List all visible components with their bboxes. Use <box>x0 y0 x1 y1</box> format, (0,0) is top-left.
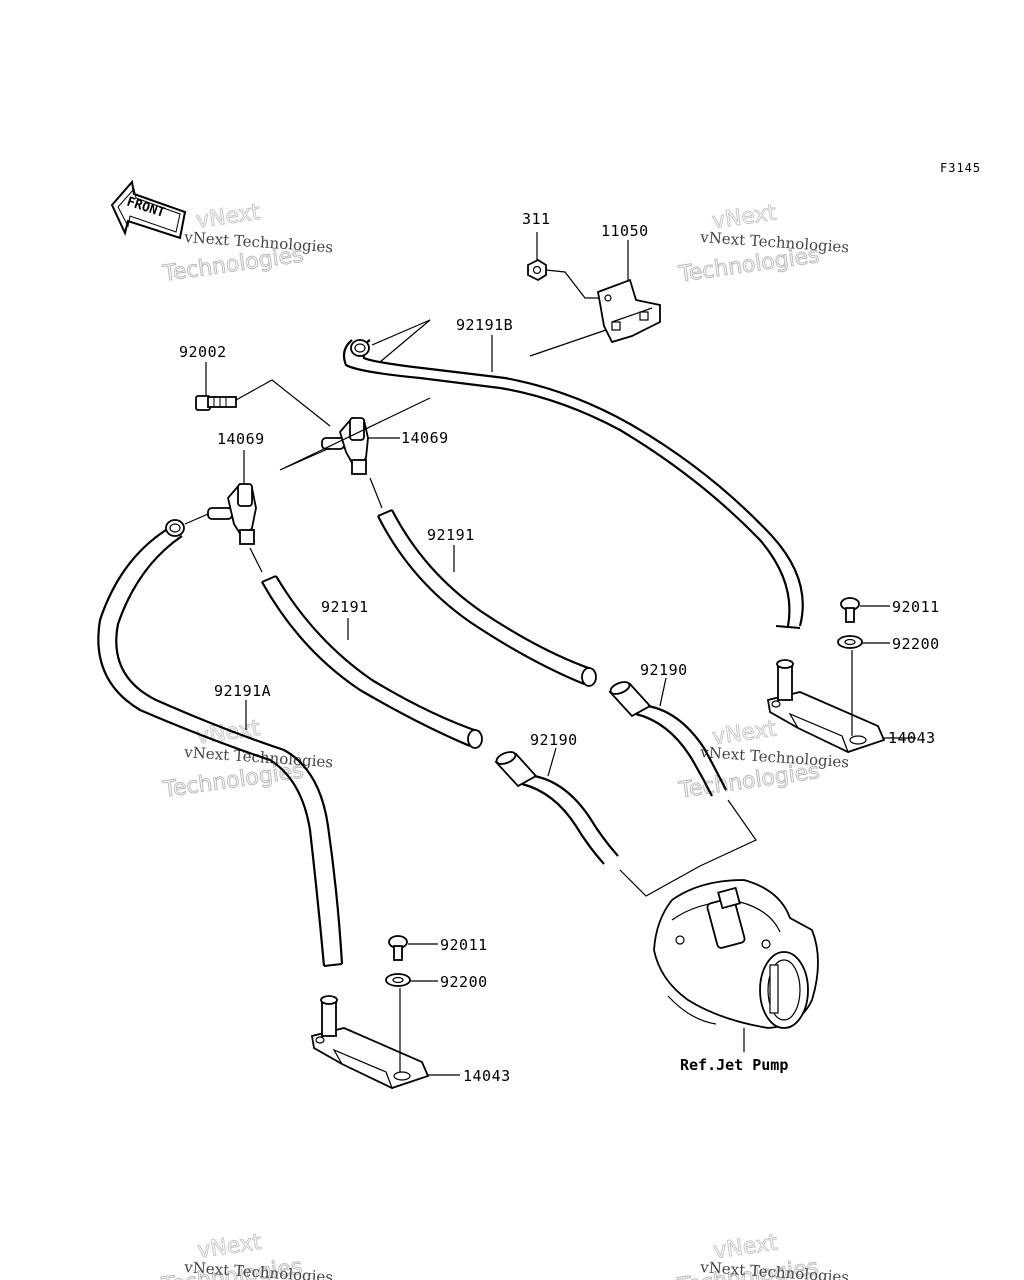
label-311: 311 <box>522 210 551 228</box>
label-92200-left: 92200 <box>440 973 488 991</box>
screw-92011-left-icon <box>388 935 408 961</box>
label-92011-left: 92011 <box>440 936 488 954</box>
label-14069-left: 14069 <box>217 430 265 448</box>
hose-92190-right <box>608 681 727 797</box>
label-11050: 11050 <box>601 222 649 240</box>
label-92191-lower: 92191 <box>321 598 369 616</box>
nut-311-icon <box>527 258 547 282</box>
label-14069-right: 14069 <box>401 429 449 447</box>
label-92200-right: 92200 <box>892 635 940 653</box>
fitting-14069-left-icon <box>207 482 257 545</box>
figure-code: F3145 <box>940 161 981 175</box>
label-14043-left: 14043 <box>463 1067 511 1085</box>
watermark-bottom-right: vNext Technologies <box>675 1230 820 1280</box>
label-92191-upper: 92191 <box>427 526 475 544</box>
washer-92200-right-icon <box>837 635 863 649</box>
screw-92011-right-icon <box>840 597 860 623</box>
water-box-14043-right-icon <box>766 659 886 754</box>
label-92011-right: 92011 <box>892 598 940 616</box>
front-arrow-icon: FRONT <box>110 179 187 240</box>
label-14043-right: 14043 <box>888 729 936 747</box>
label-92191A: 92191A <box>214 682 271 700</box>
hose-92191-upper <box>377 509 597 687</box>
bracket-11050-icon <box>596 278 661 344</box>
hose-92191A <box>97 519 344 967</box>
hose-92191-lower <box>261 575 483 749</box>
label-ref-jet-pump: Ref.Jet Pump <box>680 1056 788 1074</box>
label-92002: 92002 <box>179 343 227 361</box>
label-92190-right: 92190 <box>640 661 688 679</box>
jet-pump-icon <box>653 879 819 1029</box>
washer-92200-left-icon <box>385 973 411 987</box>
water-box-14043-left-icon <box>310 995 430 1090</box>
hose-92190-left <box>494 751 619 865</box>
label-92191B: 92191B <box>456 316 513 334</box>
label-92190-left: 92190 <box>530 731 578 749</box>
bolt-92002-icon <box>195 395 237 411</box>
hose-92191B <box>342 339 804 629</box>
